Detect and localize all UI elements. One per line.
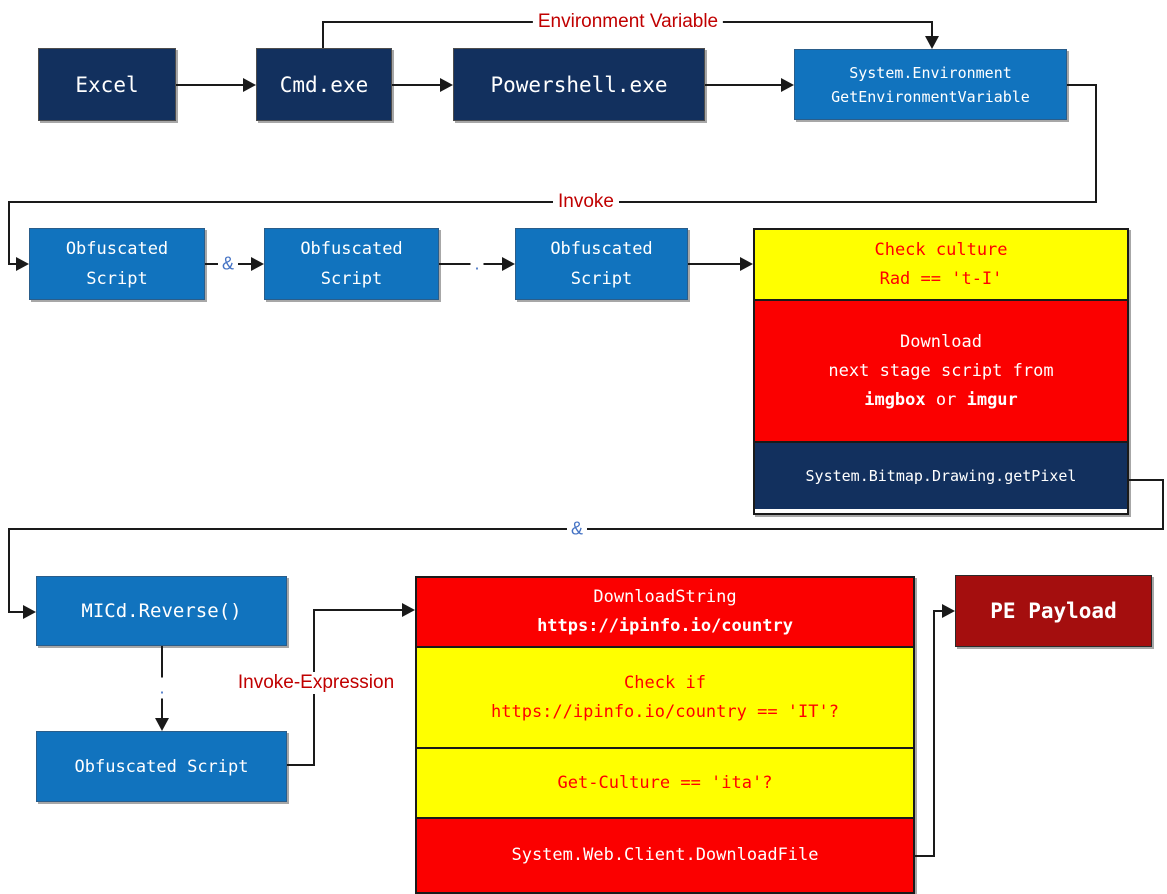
- node-pe-payload: PE Payload: [955, 575, 1152, 647]
- row-check-if-line2: https://ipinfo.io/country == 'IT'?: [491, 701, 839, 722]
- node-cmd-exe-label: Cmd.exe: [279, 72, 369, 97]
- edge-label-amp2: &: [566, 518, 588, 540]
- row-check-culture-line1: Check culture: [874, 239, 1008, 260]
- row-getpixel: System.Bitmap.Drawing.getPixel: [755, 443, 1127, 509]
- edge-invoke-in: [8, 263, 17, 265]
- edge-invexp-across: [313, 609, 403, 611]
- node-micd-reverse-label: MICd.Reverse(): [81, 600, 242, 622]
- edge-envvar-arrowhead: [925, 36, 939, 49]
- edge-pe-arrowhead: [942, 604, 955, 618]
- row-downloadfile-label: System.Web.Client.DownloadFile: [511, 845, 819, 865]
- node-obfuscated-script-1-line1: Obfuscated: [65, 239, 169, 259]
- edge-envvar-drop: [931, 21, 933, 37]
- edge-excel-cmd: [176, 84, 243, 86]
- edge-invoke-drop: [8, 201, 10, 265]
- edge-invexp-out: [287, 764, 315, 766]
- edge-obf2-obf3-arrowhead: [502, 257, 515, 271]
- edge-label-invoke: Invoke: [553, 191, 619, 213]
- row-get-culture-label: Get-Culture == 'ita'?: [557, 772, 773, 793]
- edge-label-invoke-expression: Invoke-Expression: [232, 672, 400, 694]
- edge-obf3-stack-arrowhead: [740, 257, 753, 271]
- node-micd-reverse: MICd.Reverse(): [36, 576, 287, 646]
- stack-country-check: DownloadString https://ipinfo.io/country…: [415, 576, 915, 894]
- edge-invoke-down: [1095, 84, 1097, 203]
- row-get-culture: Get-Culture == 'ita'?: [417, 749, 913, 819]
- edge-amp-out: [1129, 479, 1164, 481]
- node-obfuscated-script-2: Obfuscated Script: [264, 228, 439, 300]
- row-check-culture-line2: Rad == 't-I': [879, 268, 1003, 289]
- edge-obf3-stack: [688, 263, 741, 265]
- edge-amp-down: [1162, 479, 1164, 529]
- row-downloadstring-line1: DownloadString: [593, 587, 737, 607]
- edge-powershell-sysenv: [705, 84, 781, 86]
- edge-excel-cmd-arrowhead: [243, 78, 256, 92]
- edge-label-amp1: &: [217, 253, 239, 275]
- edge-amp-arrowhead: [23, 605, 36, 619]
- row-downloadstring-url: https://ipinfo.io/country: [537, 616, 793, 636]
- node-excel: Excel: [38, 48, 176, 121]
- edge-amp-in: [8, 611, 24, 613]
- node-system-environment: System.Environment GetEnvironmentVariabl…: [794, 49, 1067, 120]
- edge-label-dot2: .: [155, 677, 169, 699]
- node-obfuscated-script-3-line2: Script: [570, 269, 633, 289]
- node-pe-payload-label: PE Payload: [990, 599, 1117, 623]
- edge-label-environment-variable: Environment Variable: [532, 11, 724, 33]
- node-system-environment-line1: System.Environment: [849, 63, 1012, 82]
- edge-invoke-out: [1067, 84, 1097, 86]
- node-powershell-exe: Powershell.exe: [453, 48, 705, 121]
- node-obfuscated-script-2-line1: Obfuscated: [300, 239, 403, 259]
- edge-obf1-obf2-arrowhead: [251, 257, 264, 271]
- row-download-next-stage: Download next stage script from imgbox o…: [755, 301, 1127, 443]
- edge-pe-in: [933, 610, 943, 612]
- edge-invoke-across: [8, 201, 1097, 203]
- node-excel-label: Excel: [75, 72, 139, 97]
- imgbox-text: imgbox: [864, 389, 926, 410]
- edge-invoke-arrowhead: [16, 257, 29, 271]
- row-check-if-line1: Check if: [624, 672, 706, 693]
- node-cmd-exe: Cmd.exe: [256, 48, 392, 121]
- node-obfuscated-script-4: Obfuscated Script: [36, 731, 287, 802]
- node-obfuscated-script-1-line2: Script: [86, 269, 148, 289]
- node-obfuscated-script-4-label: Obfuscated Script: [74, 756, 249, 777]
- edge-powershell-sysenv-arrowhead: [781, 78, 794, 92]
- edge-micd-obf4-arrowhead: [155, 718, 169, 731]
- edge-cmd-powershell: [392, 84, 440, 86]
- row-downloadstring: DownloadString https://ipinfo.io/country: [417, 578, 913, 648]
- node-system-environment-line2: GetEnvironmentVariable: [831, 87, 1030, 106]
- edge-cmd-powershell-arrowhead: [440, 78, 453, 92]
- imgur-text: imgur: [966, 389, 1018, 410]
- row-download-line3: imgbox or imgur: [864, 386, 1018, 415]
- edge-invexp-arrowhead: [402, 603, 415, 617]
- row-getpixel-label: System.Bitmap.Drawing.getPixel: [805, 466, 1077, 485]
- edge-envvar-rise: [322, 22, 324, 48]
- row-check-if-country: Check if https://ipinfo.io/country == 'I…: [417, 648, 913, 749]
- edge-pe-out: [915, 855, 935, 857]
- row-downloadfile: System.Web.Client.DownloadFile: [417, 819, 913, 892]
- node-obfuscated-script-2-line2: Script: [320, 269, 383, 289]
- node-obfuscated-script-3-line1: Obfuscated: [550, 239, 653, 259]
- edge-pe-up: [933, 610, 935, 857]
- stack-culture-download: Check culture Rad == 't-I' Download next…: [753, 228, 1129, 515]
- row-check-culture: Check culture Rad == 't-I': [755, 230, 1127, 301]
- row-download-line1: Download: [900, 331, 982, 352]
- node-obfuscated-script-3: Obfuscated Script: [515, 228, 688, 300]
- edge-amp-drop: [8, 528, 10, 612]
- edge-label-dot1: .: [470, 253, 484, 275]
- node-obfuscated-script-1: Obfuscated Script: [29, 228, 205, 300]
- or-text: or: [925, 389, 967, 410]
- node-powershell-exe-label: Powershell.exe: [490, 72, 668, 97]
- row-download-line2: next stage script from: [828, 360, 1054, 381]
